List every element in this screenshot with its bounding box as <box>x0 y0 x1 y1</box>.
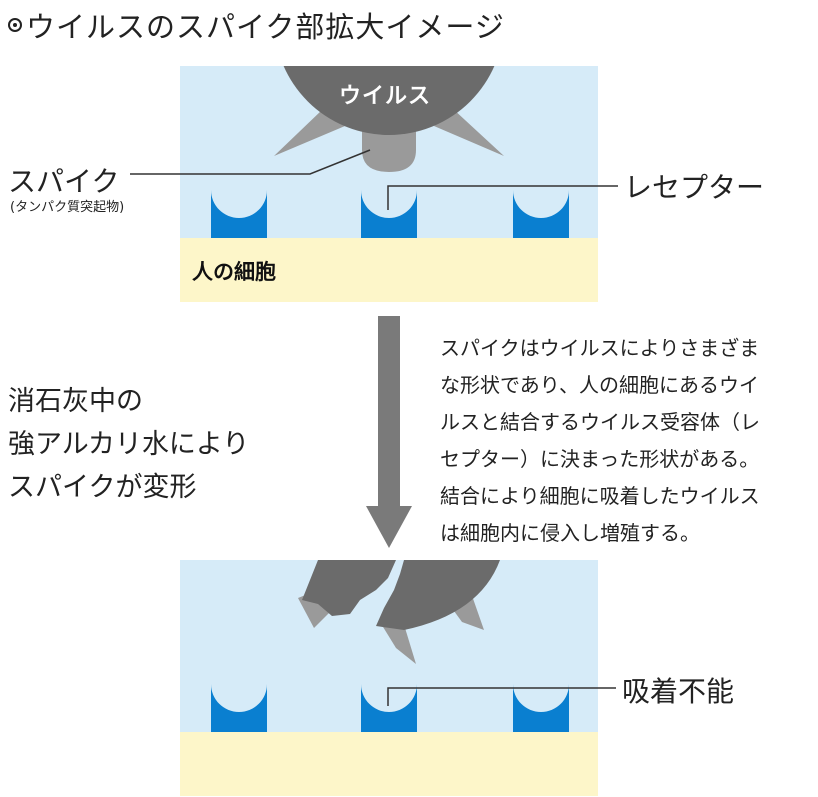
receptor <box>211 190 267 238</box>
top-panel <box>130 66 618 302</box>
page-title: ウイルスのスパイク部拡大イメージ <box>8 4 505 46</box>
right-caption-line: 結合により細胞に吸着したウイルス <box>440 484 760 508</box>
virus-fragment-right <box>376 560 500 630</box>
deformed-spike <box>380 618 416 664</box>
spike-label: スパイク <box>8 165 120 198</box>
right-caption-line: スパイクはウイルスによりさまざま <box>440 336 760 360</box>
receptor <box>513 684 569 732</box>
right-caption: スパイクはウイルスによりさまざま な形状であり、人の細胞にあるウイ ルスと結合す… <box>440 330 818 552</box>
receptor <box>361 190 417 238</box>
spike-leader-line <box>130 149 371 175</box>
bottom-fluid-area <box>180 560 598 732</box>
cell-label: 人の細胞 <box>192 260 276 284</box>
deformed-virus <box>298 560 500 664</box>
receptor <box>211 684 267 732</box>
cannot-adsorb-leader-line <box>387 687 616 706</box>
right-caption-line: ルスと結合するウイルス受容体（レ <box>440 410 760 434</box>
bottom-receptors <box>211 684 569 732</box>
bottom-human-cell <box>180 732 598 796</box>
bullet-icon <box>8 18 22 32</box>
virus-spike-right <box>434 108 504 156</box>
top-receptors <box>211 190 569 238</box>
down-arrow <box>366 316 412 548</box>
right-caption-line: な形状であり、人の細胞にあるウイ <box>440 373 759 397</box>
receptor <box>513 190 569 238</box>
right-caption-line: は細胞内に侵入し増殖する。 <box>440 521 700 545</box>
spike-sublabel: (タンパク質突起物) <box>10 200 125 215</box>
cannot-adsorb-label: 吸着不能 <box>622 675 735 708</box>
bottom-panel <box>180 560 616 796</box>
top-human-cell <box>180 238 598 302</box>
receptor <box>361 684 417 732</box>
right-caption-line: セプター）に決まった形状がある。 <box>440 447 760 471</box>
virus-fragment-left <box>302 560 396 616</box>
receptor-leader-line <box>387 185 618 210</box>
virus-label: ウイルス <box>339 84 432 109</box>
left-caption: 消石灰中の 強アルカリ水により スパイクが変形 <box>8 380 308 509</box>
receptor-label: レセプター <box>624 171 765 204</box>
left-caption-line: 消石灰中の <box>8 386 143 417</box>
virus-body <box>283 66 495 135</box>
left-caption-line: 強アルカリ水により <box>8 429 250 460</box>
left-caption-line: スパイクが変形 <box>8 472 197 503</box>
virus-spike-left <box>274 110 345 156</box>
